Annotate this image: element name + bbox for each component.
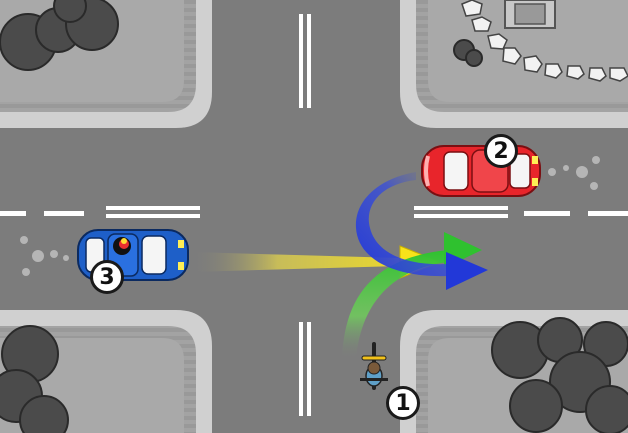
participant-badge-1: 1 <box>386 386 420 420</box>
participant-badge-2: 2 <box>484 134 518 168</box>
red-car <box>422 146 540 196</box>
participant-badge-3: 3 <box>90 260 124 294</box>
